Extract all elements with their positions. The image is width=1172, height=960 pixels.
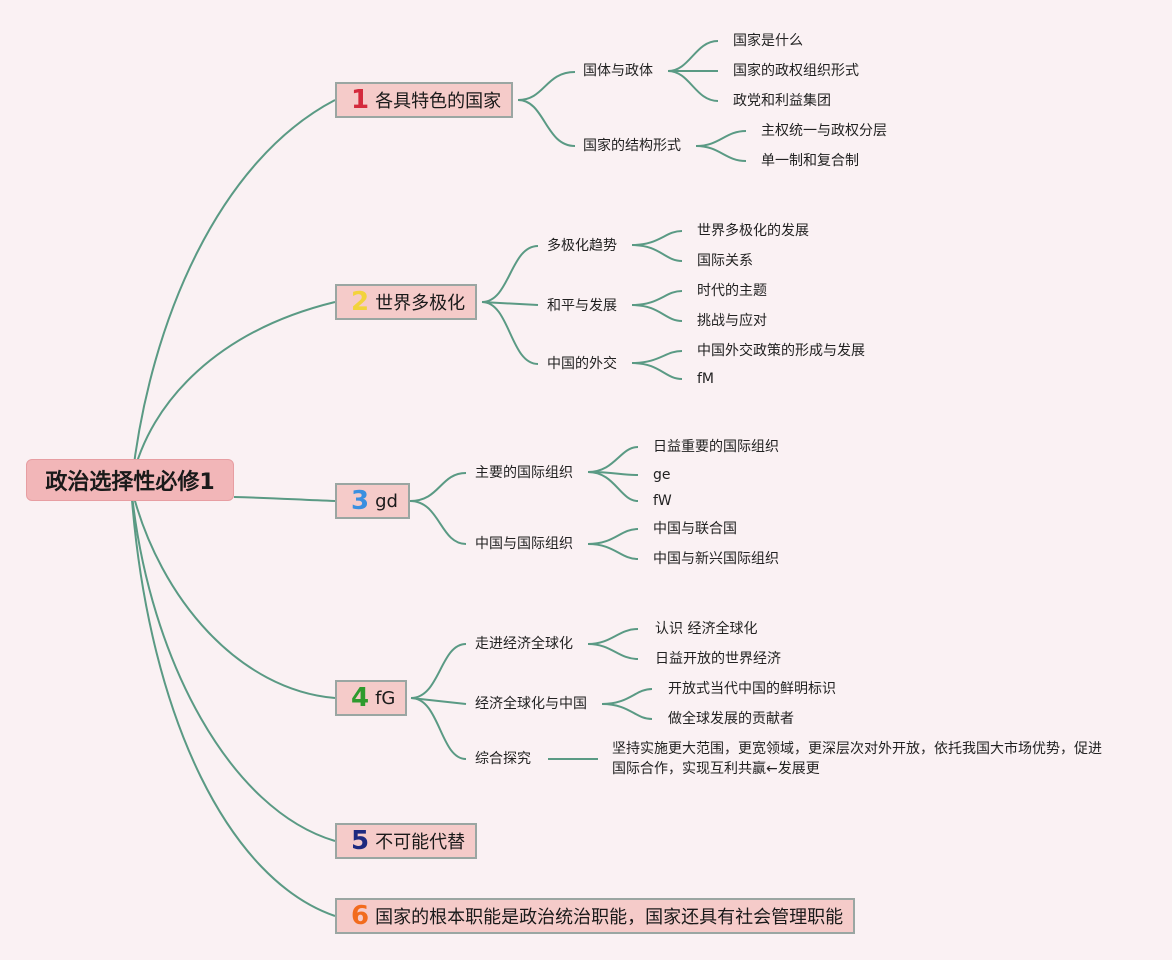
branch-1-label: 各具特色的国家 [375,91,502,112]
connector-b2s3-leaf1 [631,350,683,364]
b4-s3-leaf-1[interactable]: 坚持实施更大范围，更宽领域，更深层次对外开放，依托我国大市场优势，促进国际合作，… [612,741,1102,777]
connector-b1s1-leaf3 [667,70,719,102]
connector-b3s2-leaf2 [587,543,639,560]
connector-b3s1-leaf1 [587,446,639,473]
branch-4[interactable]: 4 fG [335,680,408,716]
b4-s1-leaf-1[interactable]: 认识 经济全球化 [655,621,758,637]
branch-5-label: 不可能代替 [375,832,466,853]
root-topic-label: 政治选择性必修1 [45,470,215,495]
connector-b2s1-leaf2 [631,244,683,262]
b4-sub-2[interactable]: 经济全球化与中国 [475,696,587,712]
b3-sub-1[interactable]: 主要的国际组织 [475,465,573,481]
b3-s2-leaf-2[interactable]: 中国与新兴国际组织 [653,551,779,567]
b4-s1-leaf-2[interactable]: 日益开放的世界经济 [655,651,781,667]
number-6-icon: 6 [351,901,370,931]
b2-sub-2[interactable]: 和平与发展 [547,298,617,314]
number-1-icon: 1 [351,85,370,115]
b1-sub-1[interactable]: 国体与政体 [583,63,653,79]
connector-root-branch-3 [233,496,336,502]
connector-b1s2-leaf2 [695,145,747,162]
connector-root-branch-4 [131,489,336,699]
connector-b4-sub3 [410,697,467,760]
connector-b1s2-leaf1 [695,130,747,147]
branch-2-label: 世界多极化 [375,293,466,314]
connector-b4-sub1 [410,643,467,699]
connector-b1-sub1 [517,71,576,101]
connector-b4-sub2 [410,697,467,705]
branch-1[interactable]: 1 各具特色的国家 [335,82,514,118]
number-3-icon: 3 [351,486,370,516]
connector-root-branch-1 [131,99,336,481]
b1-s1-leaf-1[interactable]: 国家是什么 [733,33,803,49]
b2-s1-leaf-1[interactable]: 世界多极化的发展 [697,223,809,239]
connector-b4s1-leaf2 [587,643,639,660]
connector-b2-sub1 [481,245,539,303]
connector-b2s1-leaf1 [631,230,683,246]
connector-b3-sub2 [409,500,467,545]
b3-s1-leaf-1[interactable]: 日益重要的国际组织 [653,439,779,455]
connector-b3-sub1 [409,472,467,502]
branch-6[interactable]: 6 国家的根本职能是政治统治职能，国家还具有社会管理职能 [335,898,856,934]
connector-b3s2-leaf1 [587,528,639,545]
connector-b3s1-leaf3 [587,471,639,502]
connector-b2s2-leaf1 [631,290,683,306]
b3-s1-leaf-2[interactable]: ge [653,467,671,483]
root-topic[interactable]: 政治选择性必修1 [26,459,234,501]
b4-sub-3[interactable]: 综合探究 [475,751,531,767]
b1-s2-leaf-2[interactable]: 单一制和复合制 [761,153,859,169]
connector-b2-sub2 [481,301,539,306]
b2-s2-leaf-2[interactable]: 挑战与应对 [697,313,767,329]
number-4-icon: 4 [351,683,370,713]
b4-s2-leaf-1[interactable]: 开放式当代中国的鲜明标识 [668,681,836,697]
connector-b1-sub2 [517,99,576,147]
b1-s2-leaf-1[interactable]: 主权统一与政权分层 [761,123,887,139]
branch-5[interactable]: 5 不可能代替 [335,823,478,859]
number-2-icon: 2 [351,287,370,317]
connector-b2-sub3 [481,301,539,365]
branch-4-label: fG [375,687,396,709]
b2-sub-3[interactable]: 中国的外交 [547,356,617,372]
b2-s2-leaf-1[interactable]: 时代的主题 [697,283,767,299]
branch-3-label: gd [375,490,398,512]
b2-s1-leaf-2[interactable]: 国际关系 [697,253,753,269]
b3-s2-leaf-1[interactable]: 中国与联合国 [653,521,737,537]
b3-sub-2[interactable]: 中国与国际组织 [475,536,573,552]
b3-s1-leaf-3[interactable]: fW [653,493,672,509]
b4-sub-1[interactable]: 走进经济全球化 [475,636,573,652]
connector-root-branch-6 [131,499,336,917]
connector-root-branch-2 [131,301,336,481]
branch-6-label: 国家的根本职能是政治统治职能，国家还具有社会管理职能 [375,907,844,928]
connector-b4s1-leaf1 [587,628,639,645]
connector-b2s2-leaf2 [631,304,683,322]
connector-root-branch-5 [131,494,336,842]
connector-b2s3-leaf2 [631,362,683,380]
b1-s1-leaf-3[interactable]: 政党和利益集团 [733,93,831,109]
b1-sub-2[interactable]: 国家的结构形式 [583,138,681,154]
b2-s3-leaf-1[interactable]: 中国外交政策的形成与发展 [697,343,865,359]
b4-s2-leaf-2[interactable]: 做全球发展的贡献者 [668,711,794,727]
b2-s3-leaf-2[interactable]: fM [697,371,715,387]
b2-sub-1[interactable]: 多极化趋势 [547,238,617,254]
branch-2[interactable]: 2 世界多极化 [335,284,478,320]
b1-s1-leaf-2[interactable]: 国家的政权组织形式 [733,63,859,79]
connector-b1s1-leaf1 [667,40,719,72]
branch-3[interactable]: 3 gd [335,483,410,519]
connector-b4s2-leaf2 [601,703,653,720]
number-5-icon: 5 [351,826,370,856]
connector-b4s2-leaf1 [601,688,653,705]
